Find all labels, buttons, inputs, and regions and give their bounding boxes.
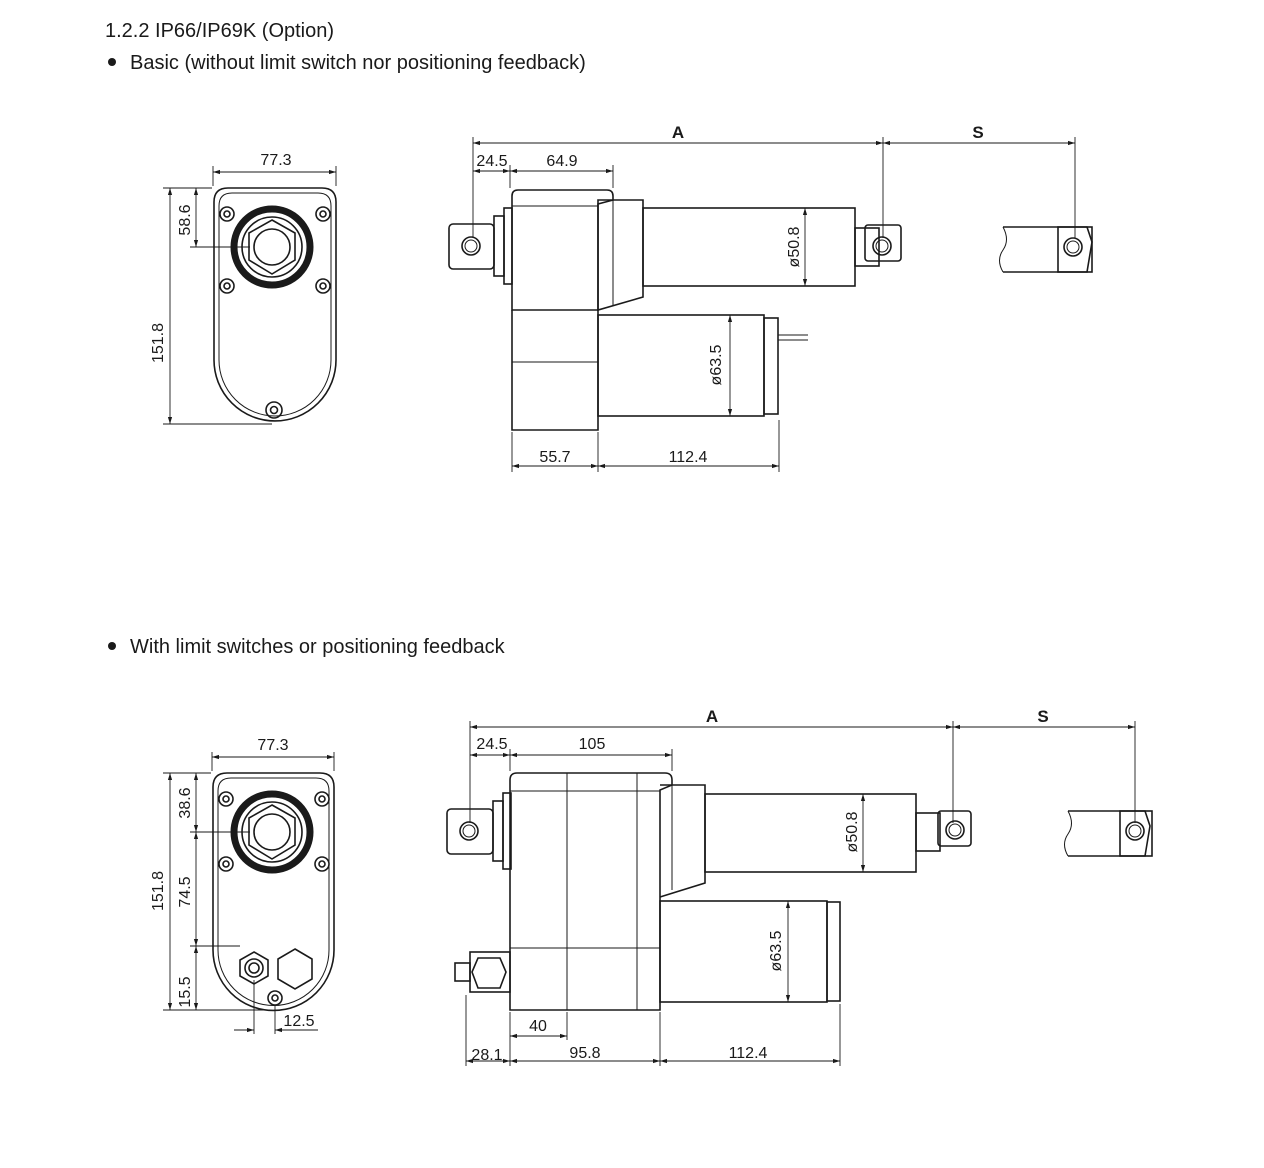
bullet-basic: Basic (without limit switch nor position… [108,52,586,75]
front-hole-label: 58.6 [177,204,194,235]
base-length-label: 95.8 [569,1045,600,1062]
bullet-basic-text: Basic (without limit switch nor position… [130,52,586,74]
dimension-S-label: S [972,123,983,142]
side-dimensions-basic [472,137,1076,472]
front-bottom-label: 15.5 [177,976,194,1007]
front-hole-label: 38.6 [177,787,194,818]
front-width-label: 77.3 [257,737,288,754]
front-dimensions-limit [163,752,335,1034]
box-length-label: 40 [529,1018,547,1035]
side-view-basic [448,189,1093,431]
front-height-label: 151.8 [150,871,167,911]
front-height-label: 151.8 [150,323,167,363]
rod-diameter-label: ø50.8 [844,811,861,852]
motor-diameter-label: ø63.5 [708,344,725,385]
rear-offset-label: 24.5 [476,736,507,753]
gear-length-label: 64.9 [546,153,577,170]
front-view-basic [213,187,337,422]
motor-length-label: 112.4 [729,1045,768,1062]
front-mid-label: 74.5 [177,876,194,907]
front-width-label: 77.3 [260,152,291,169]
side-view-limit [446,772,1153,1011]
motor-length-label: 112.4 [669,449,708,466]
cable-length-label: 28.1 [471,1047,502,1064]
rod-diameter-label: ø50.8 [786,226,803,267]
dimension-A-label: A [672,123,684,142]
section-heading: 1.2.2 IP66/IP69K (Option) [105,20,335,42]
bullet-limit-switch: With limit switches or positioning feedb… [108,636,505,659]
dimension-S-label: S [1037,707,1048,726]
rear-offset-label: 24.5 [476,153,507,170]
motor-diameter-label: ø63.5 [768,930,785,971]
front-view-limit [212,772,335,1012]
base-length-label: 55.7 [539,449,570,466]
bullet-limit-switch-text: With limit switches or positioning feedb… [130,636,505,658]
front-dimensions-basic [163,166,337,425]
bullet-dot [108,641,116,650]
front-offset-label: 12.5 [283,1013,314,1030]
dimension-A-label: A [706,707,718,726]
bullet-dot [108,57,116,66]
gear-length-label: 105 [579,736,606,753]
side-dimensions-limit [465,721,1136,1066]
